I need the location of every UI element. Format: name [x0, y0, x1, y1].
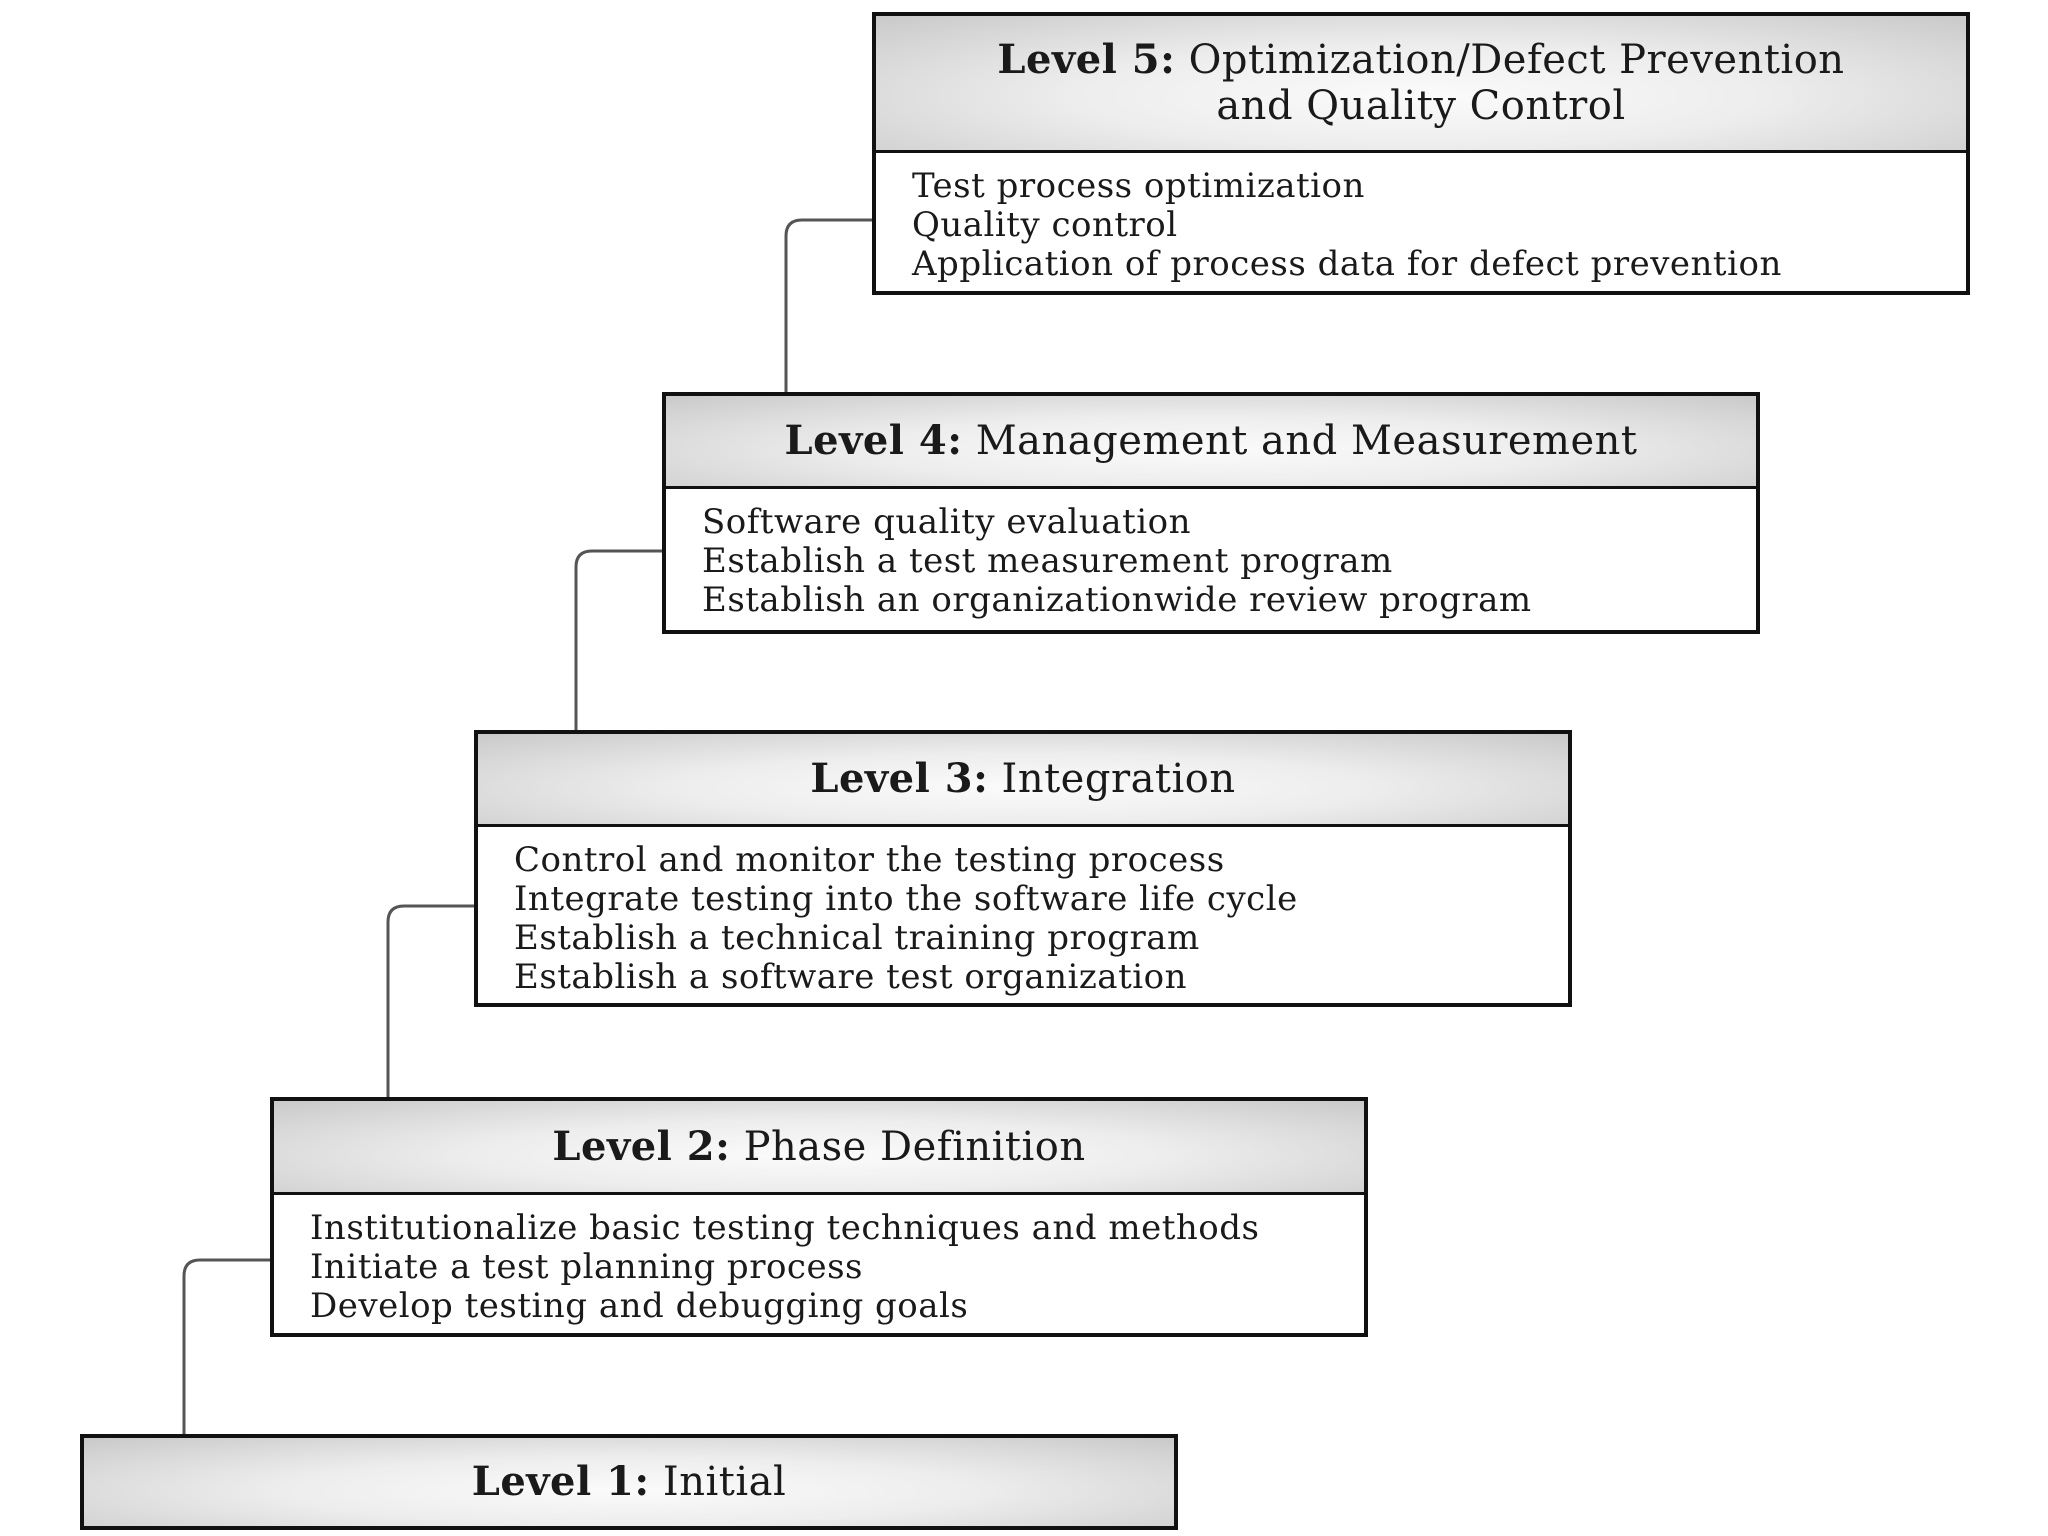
level-2-header: Level 2: Phase Definition	[274, 1101, 1364, 1195]
connector-level2-to-level3	[386, 904, 474, 1097]
level-4-item: Establish an organizationwide review pro…	[702, 580, 1532, 620]
connector-level4-to-level5	[784, 218, 872, 392]
level-5-title-line-2: and Quality Control	[1216, 83, 1626, 129]
level-3-items: Control and monitor the testing process …	[478, 827, 1568, 997]
level-5-box: Level 5: Optimization/Defect Prevention …	[872, 12, 1970, 295]
level-1-header: Level 1: Initial	[84, 1438, 1174, 1526]
level-2-item: Institutionalize basic testing technique…	[310, 1208, 1260, 1248]
level-4-item: Establish a test measurement program	[702, 541, 1393, 581]
level-2-title: Phase Definition	[743, 1123, 1086, 1170]
level-1-title: Initial	[662, 1459, 787, 1505]
level-5-title: Optimization/Defect Prevention	[1188, 37, 1845, 83]
level-3-item: Establish a technical training program	[514, 918, 1200, 958]
level-1-box: Level 1: Initial	[80, 1434, 1178, 1530]
level-4-header: Level 4: Management and Measurement	[666, 396, 1756, 489]
level-4-items: Software quality evaluation Establish a …	[666, 489, 1756, 620]
level-5-number: Level 5:	[997, 36, 1176, 83]
level-5-item: Application of process data for defect p…	[912, 244, 1782, 284]
level-4-title: Management and Measurement	[975, 418, 1638, 464]
level-5-header: Level 5: Optimization/Defect Prevention …	[876, 16, 1966, 153]
connector-level1-to-level2	[182, 1258, 270, 1434]
level-3-box: Level 3: Integration Control and monitor…	[474, 730, 1572, 1007]
level-2-items: Institutionalize basic testing technique…	[274, 1195, 1364, 1326]
level-3-item: Establish a software test organization	[514, 957, 1187, 997]
level-3-header: Level 3: Integration	[478, 734, 1568, 827]
level-4-item: Software quality evaluation	[702, 502, 1191, 542]
level-2-box: Level 2: Phase Definition Institutionali…	[270, 1097, 1368, 1337]
level-3-item: Integrate testing into the software life…	[514, 879, 1298, 919]
level-2-item: Develop testing and debugging goals	[310, 1286, 969, 1326]
level-5-item: Quality control	[912, 205, 1178, 245]
connector-level3-to-level4	[574, 549, 662, 730]
level-3-item: Control and monitor the testing process	[514, 840, 1225, 880]
level-5-items: Test process optimization Quality contro…	[876, 153, 1966, 284]
level-1-number: Level 1:	[471, 1458, 650, 1505]
level-2-item: Initiate a test planning process	[310, 1247, 863, 1287]
level-4-box: Level 4: Management and Measurement Soft…	[662, 392, 1760, 634]
level-3-title: Integration	[1001, 756, 1236, 802]
level-3-number: Level 3:	[810, 755, 989, 802]
level-5-item: Test process optimization	[912, 166, 1365, 206]
level-2-number: Level 2:	[552, 1122, 731, 1170]
level-5-title-line-1: Level 5: Optimization/Defect Prevention	[997, 36, 1845, 84]
level-4-number: Level 4:	[784, 417, 963, 464]
